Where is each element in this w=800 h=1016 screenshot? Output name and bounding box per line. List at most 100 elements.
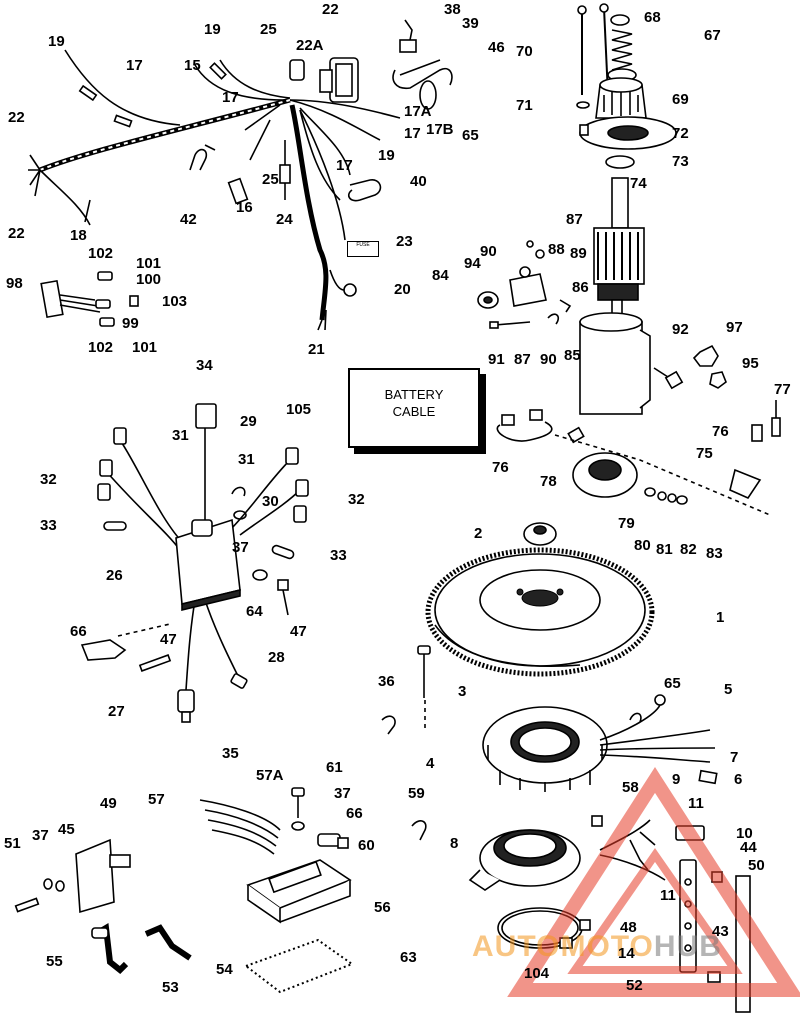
- connector-98-assy: [40, 271, 139, 327]
- callout-37: 37: [334, 785, 351, 802]
- callout-74: 74: [630, 175, 647, 192]
- callout-23: 23: [396, 233, 413, 250]
- connector-plugs: [97, 403, 309, 523]
- callout-7: 7: [730, 749, 739, 766]
- callout-90: 90: [480, 243, 497, 260]
- callout-1: 1: [716, 609, 725, 626]
- screw-60: [337, 837, 349, 849]
- callout-94: 94: [464, 255, 481, 272]
- callout-25: 25: [262, 171, 279, 188]
- callout-87: 87: [566, 211, 583, 228]
- callout-34: 34: [196, 357, 213, 374]
- terminal-78: [567, 426, 585, 444]
- brush-set-76-left: [496, 409, 553, 442]
- callout-18: 18: [70, 227, 87, 244]
- thrust-washer-73: [605, 155, 635, 169]
- starter-drive-spring: [607, 14, 637, 82]
- bushing-84: [477, 291, 499, 309]
- callout-25: 25: [260, 21, 277, 38]
- bracket-46: [392, 19, 453, 90]
- gasket-63: [243, 938, 355, 994]
- callout-17: 17: [126, 57, 143, 74]
- callout-30: 30: [262, 493, 279, 510]
- callout-20: 20: [394, 281, 411, 298]
- screw-92: [653, 367, 684, 390]
- boot-54: [144, 924, 192, 961]
- grommet-33-left: [103, 521, 127, 531]
- watermark-part2: MOTO: [560, 930, 654, 963]
- callout-44: 44: [740, 839, 757, 856]
- callout-77: 77: [774, 381, 791, 398]
- callout-52: 52: [626, 977, 643, 994]
- callout-17: 17: [336, 157, 353, 174]
- callout-84: 84: [432, 267, 449, 284]
- callout-102: 102: [88, 245, 114, 262]
- callout-29: 29: [240, 413, 257, 430]
- callout-33: 33: [330, 547, 347, 564]
- callout-31: 31: [172, 427, 189, 444]
- wiring-harness: [28, 49, 401, 331]
- callout-16: 16: [236, 199, 253, 216]
- clip-59: [411, 820, 427, 841]
- callout-89: 89: [570, 245, 587, 262]
- timer-base-8: [468, 829, 581, 891]
- callout-11: 11: [688, 795, 704, 812]
- callout-32: 32: [348, 491, 365, 508]
- clip-30: [231, 486, 246, 497]
- callout-14: 14: [618, 945, 635, 962]
- washer-64: [252, 569, 268, 581]
- callout-76: 76: [712, 423, 729, 440]
- watermark-logo: AUTOMOTOHUB: [472, 930, 722, 964]
- washers-79-83: [644, 487, 688, 505]
- callout-48: 48: [620, 919, 637, 936]
- callout-5: 5: [724, 681, 733, 698]
- callout-95: 95: [742, 355, 759, 372]
- flywheel-1: [425, 547, 655, 677]
- callout-100: 100: [136, 271, 162, 288]
- callout-27: 27: [108, 703, 125, 720]
- stator-leads-5-7: [599, 694, 716, 763]
- callout-37: 37: [232, 539, 249, 556]
- washers-37-45: [43, 878, 65, 892]
- lead-28: [230, 673, 248, 689]
- brush-plate-94: [509, 240, 547, 307]
- callout-36: 36: [378, 673, 395, 690]
- clip-40: [348, 179, 382, 202]
- coil-49: [75, 838, 131, 914]
- callout-73: 73: [672, 153, 689, 170]
- callout-17a: 17A: [404, 103, 432, 120]
- coil-leads-57: [199, 799, 281, 855]
- callout-88: 88: [548, 241, 565, 258]
- callout-91: 91: [488, 351, 505, 368]
- callout-31: 31: [238, 451, 255, 468]
- callout-37: 37: [32, 827, 49, 844]
- callout-21: 21: [308, 341, 325, 358]
- callout-66: 66: [346, 805, 363, 822]
- washer-37-lower: [291, 821, 305, 831]
- fuse-tag-text: FUSE: [356, 242, 370, 248]
- callout-58: 58: [622, 779, 639, 796]
- starter-frame: [579, 312, 651, 415]
- callout-81: 81: [656, 541, 673, 558]
- brush-springs-85-86: [489, 299, 572, 329]
- callout-68: 68: [644, 9, 661, 26]
- screw-58: [591, 815, 603, 827]
- bolt-3: [417, 645, 431, 698]
- callout-55: 55: [46, 953, 63, 970]
- callout-6: 6: [734, 771, 743, 788]
- callout-66: 66: [70, 623, 87, 640]
- clip-65-top: [419, 80, 437, 110]
- callout-80: 80: [634, 537, 651, 554]
- callout-47: 47: [160, 631, 177, 648]
- callout-15: 15: [184, 57, 201, 74]
- flywheel-nut-2: [523, 522, 557, 546]
- callout-24: 24: [276, 211, 293, 228]
- bolt-61: [291, 787, 305, 818]
- power-pack-26: [175, 518, 241, 612]
- clip-42: [189, 144, 216, 171]
- grommet-33-right: [271, 544, 295, 560]
- callout-39: 39: [462, 15, 479, 32]
- callout-22: 22: [8, 225, 25, 242]
- callout-19: 19: [378, 147, 395, 164]
